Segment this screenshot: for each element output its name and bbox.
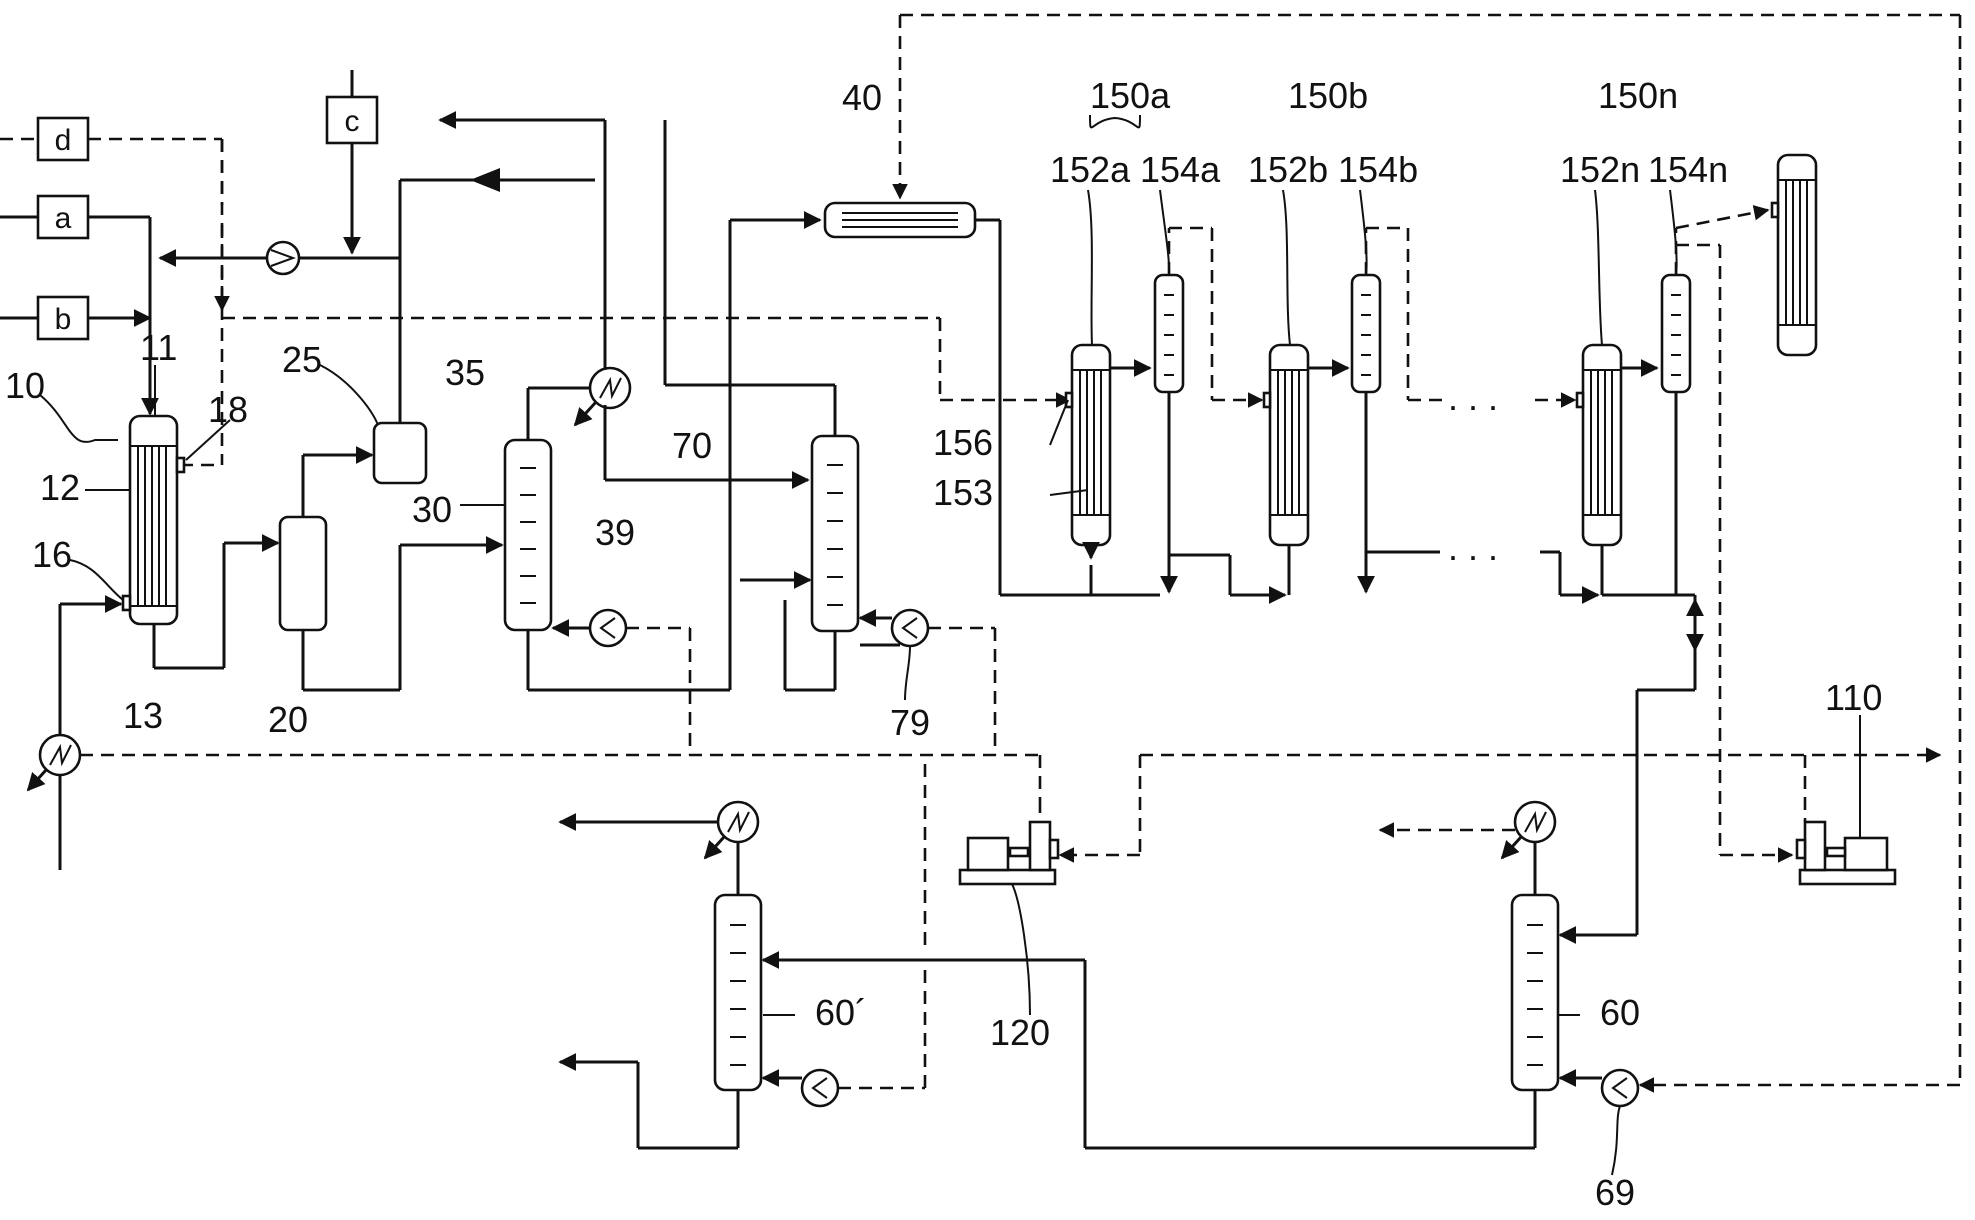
- input-box-a: a: [36, 194, 90, 240]
- pump-110: [1795, 820, 1897, 886]
- reactor-152n: [1575, 343, 1623, 547]
- label-39: 39: [595, 512, 635, 553]
- reactor-10: [121, 414, 186, 626]
- to-final-reactor: [1675, 205, 1770, 230]
- label-13: 13: [123, 695, 163, 736]
- label-154a: 154a: [1140, 149, 1221, 190]
- final-reactor: [1770, 153, 1818, 357]
- label-150n: 150n: [1598, 75, 1678, 116]
- label-152b: 152b: [1248, 149, 1328, 190]
- label-69: 69: [1595, 1172, 1635, 1213]
- label-11: 11: [140, 327, 177, 368]
- condenser-60-prime: [703, 800, 760, 860]
- column-154a: [1153, 273, 1185, 394]
- svg-text:c: c: [345, 105, 360, 138]
- reboiler-79: [890, 608, 930, 648]
- reactor-152b: [1262, 343, 1310, 547]
- label-35: 35: [445, 352, 485, 393]
- label-16: 16: [32, 534, 72, 575]
- column-70: [810, 434, 860, 633]
- svg-text:b: b: [55, 303, 72, 336]
- reboiler-60-prime: [800, 1068, 840, 1108]
- feed-lines-left: [0, 137, 230, 467]
- svg-text:a: a: [55, 202, 72, 235]
- leader-lines: [39, 114, 1862, 1176]
- label-25: 25: [282, 339, 322, 380]
- column-60: [1510, 893, 1560, 1092]
- labels: 10 11 12 13 16 18 20 25 30 35 39 40 70 7…: [5, 75, 1882, 1213]
- label-12: 12: [40, 467, 80, 508]
- label-10: 10: [5, 365, 45, 406]
- label-79: 79: [890, 702, 930, 743]
- vessel-25: [372, 421, 428, 485]
- label-30: 30: [412, 489, 452, 530]
- label-152n: 152n: [1560, 149, 1640, 190]
- condenser-60: [1500, 800, 1557, 860]
- heat-exchanger-40: [823, 201, 977, 239]
- label-110: 110: [1825, 677, 1882, 718]
- label-40: 40: [842, 77, 882, 118]
- column-154b: [1350, 273, 1382, 394]
- label-156: 156: [933, 422, 993, 463]
- label-120: 120: [990, 1012, 1050, 1053]
- cooler-left: [26, 733, 82, 792]
- column-154n: [1660, 273, 1692, 394]
- label-20: 20: [268, 699, 308, 740]
- label-153: 153: [933, 472, 993, 513]
- ellipsis-bottom: . . .: [1448, 527, 1498, 568]
- label-70: 70: [672, 425, 712, 466]
- recycle-pump: [265, 240, 301, 276]
- ellipsis-top: . . .: [1448, 377, 1498, 418]
- condenser-35: [573, 366, 632, 427]
- input-box-b: b: [36, 295, 90, 341]
- input-box-d: d: [36, 116, 90, 162]
- label-150b: 150b: [1288, 75, 1368, 116]
- label-18: 18: [208, 389, 248, 430]
- svg-text:d: d: [55, 124, 72, 157]
- label-60p: 60´: [815, 992, 867, 1033]
- flash-drum-20: [278, 515, 328, 632]
- reboiler-39: [588, 608, 628, 648]
- label-60: 60: [1600, 992, 1640, 1033]
- pump-120: [958, 820, 1060, 886]
- input-box-c: c: [325, 95, 379, 145]
- label-154n: 154n: [1648, 149, 1728, 190]
- label-154b: 154b: [1338, 149, 1418, 190]
- column-30: [503, 438, 553, 632]
- label-150a: 150a: [1090, 75, 1171, 116]
- flow-arrow-large: [470, 168, 500, 192]
- column-60-prime: [713, 893, 763, 1092]
- reactor-152a: [1064, 343, 1112, 547]
- reboiler-69: [1600, 1068, 1640, 1108]
- label-152a: 152a: [1050, 149, 1131, 190]
